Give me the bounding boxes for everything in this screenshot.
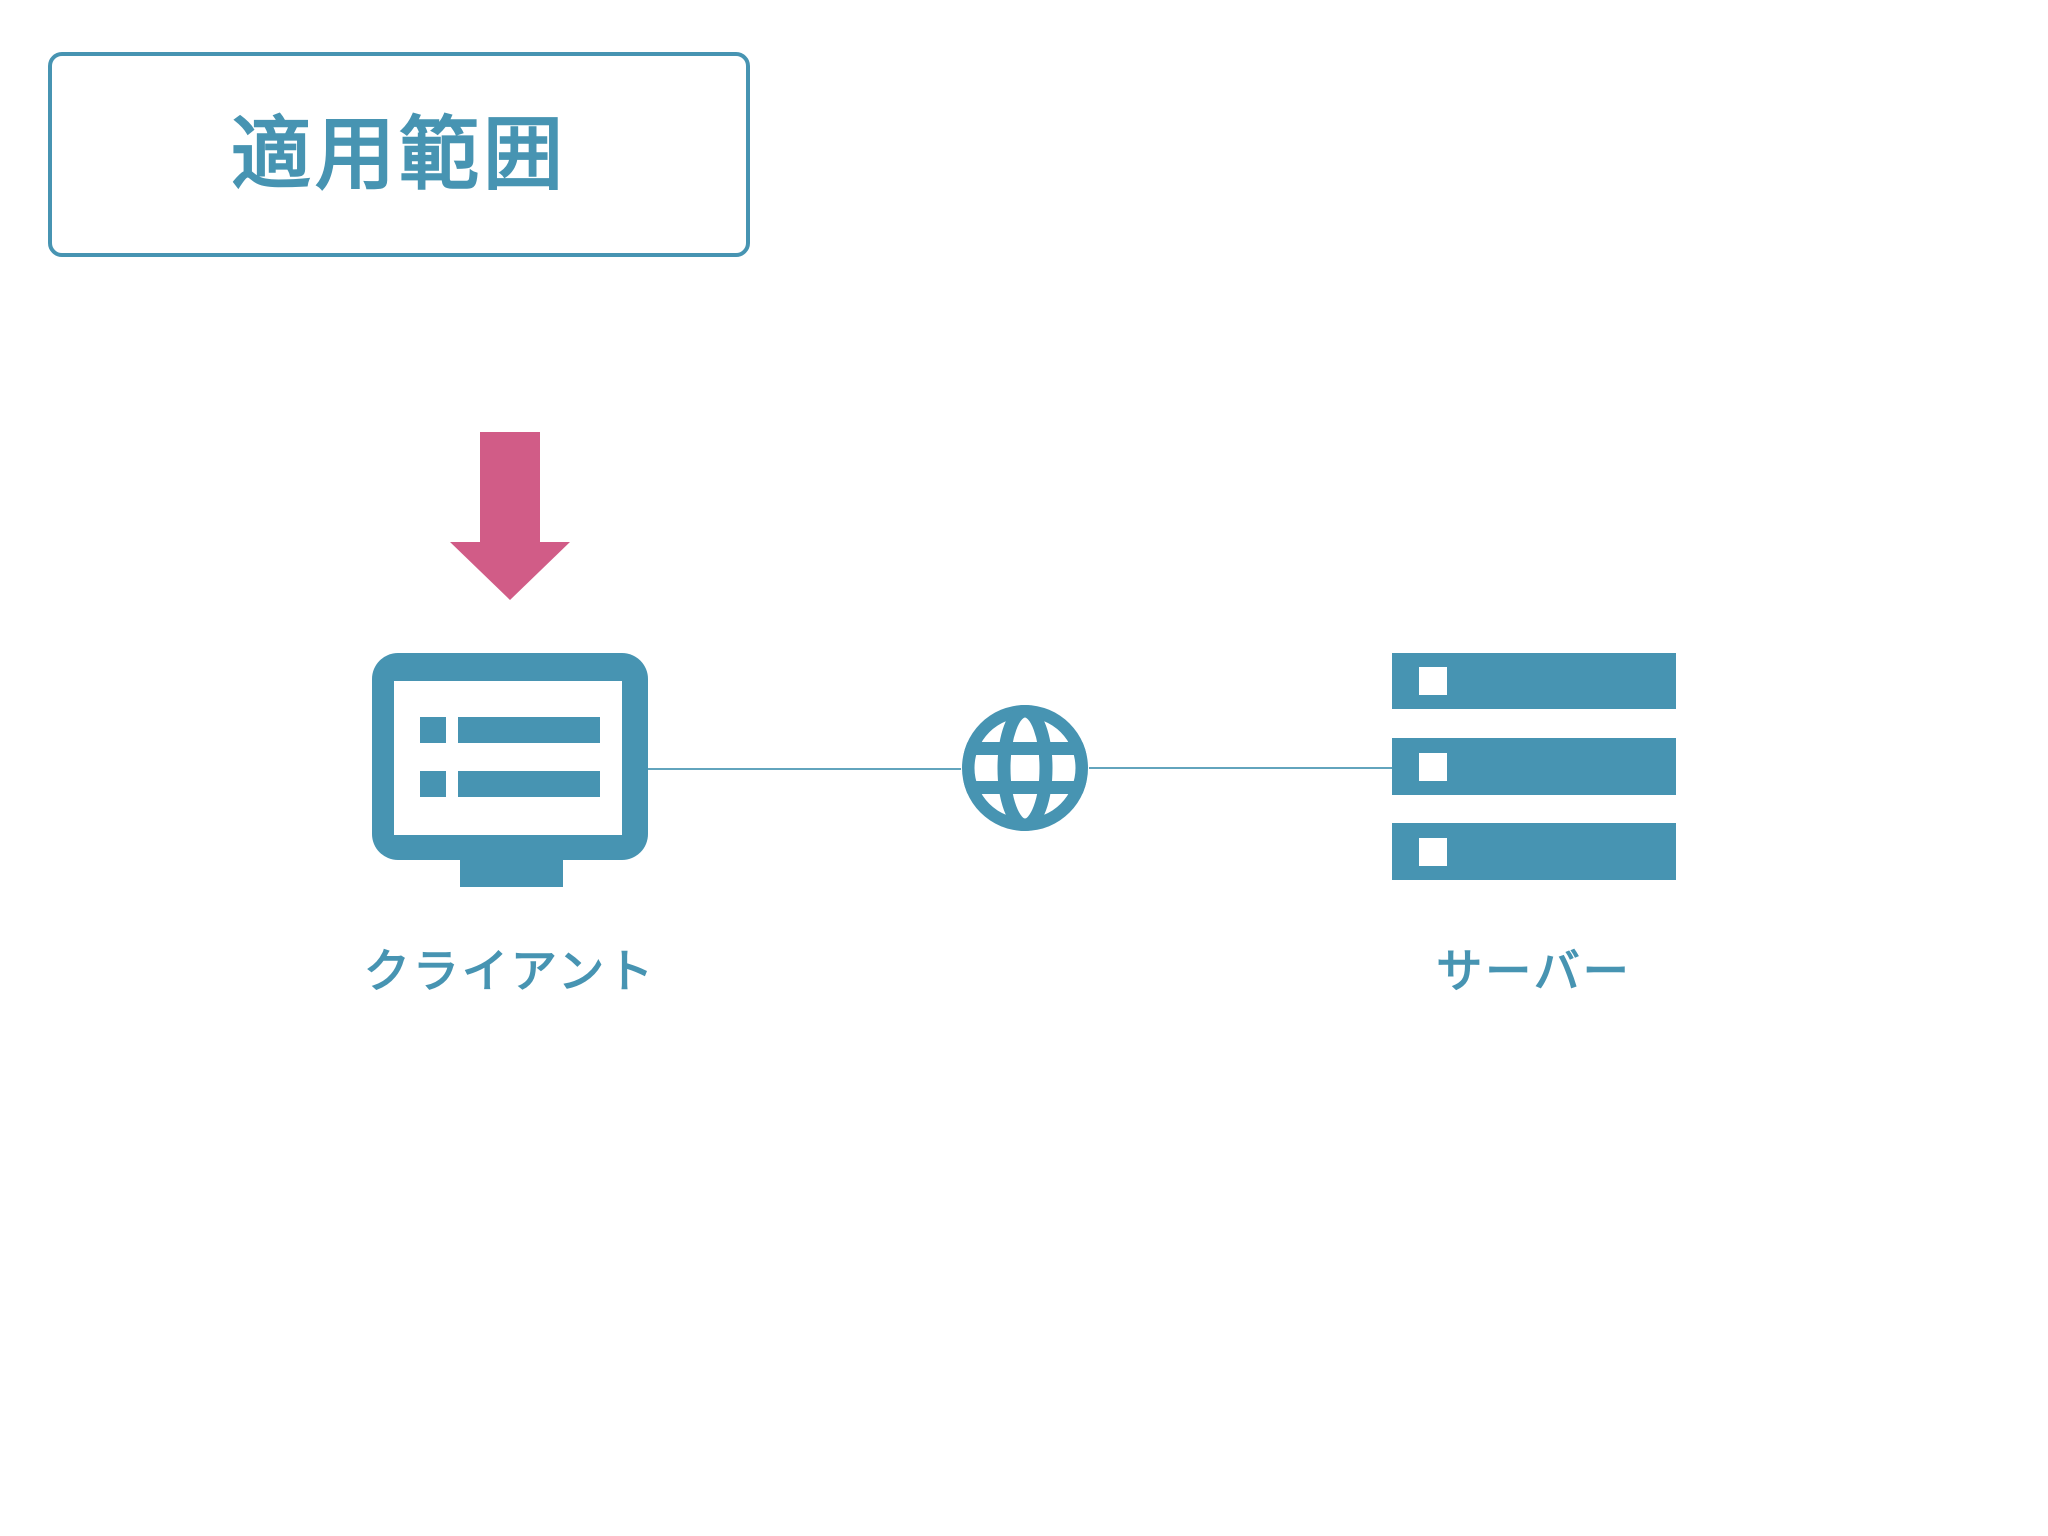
title-box: 適用範囲 <box>48 52 750 257</box>
connector-line-left <box>648 768 961 770</box>
down-arrow-icon <box>450 432 570 600</box>
client-label: クライアント <box>363 945 657 997</box>
server-stack-icon <box>1392 653 1676 880</box>
server-label: サーバー <box>1436 945 1632 997</box>
internet-globe-icon <box>962 705 1088 831</box>
connector-line-right <box>1089 767 1392 769</box>
client-monitor-icon <box>372 653 648 887</box>
page-title: 適用範囲 <box>231 109 567 199</box>
